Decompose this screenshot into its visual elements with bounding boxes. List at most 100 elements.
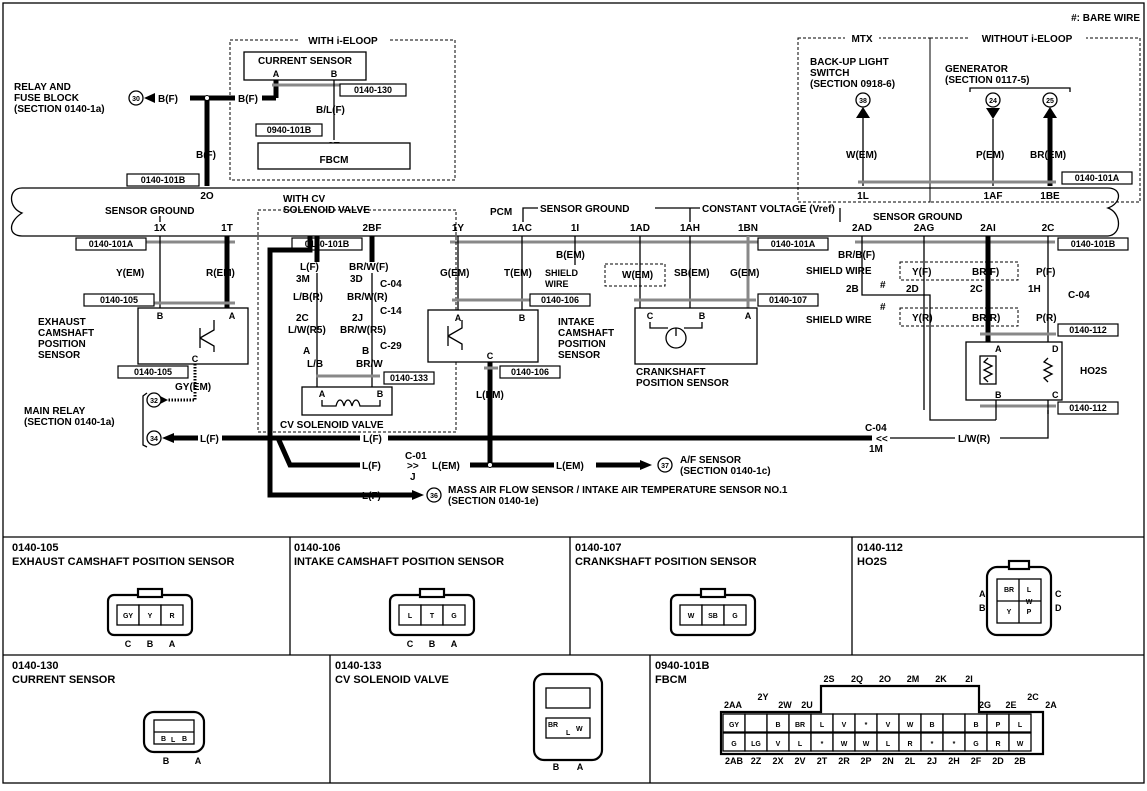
arrow-up-icon bbox=[1043, 107, 1057, 118]
wire-gyem-label: GY(EM) bbox=[175, 382, 211, 393]
connector-id: 0140-105 bbox=[12, 542, 59, 554]
connector-latch bbox=[418, 587, 446, 599]
connector-pin-label: A bbox=[195, 756, 202, 766]
connector-cell-label: Y bbox=[148, 613, 153, 620]
fbcm-cell-label: BR bbox=[795, 722, 805, 729]
ref-0140-112-b bbox=[1057, 401, 1119, 415]
fbcm-pin-label: 2K bbox=[935, 674, 947, 684]
label-bg bbox=[845, 33, 879, 43]
pcm-pin-1y: 1Y bbox=[452, 223, 465, 234]
fbcm-pin-label: 2W bbox=[778, 700, 792, 710]
fbcm-cell-label: V bbox=[886, 722, 891, 729]
sensor-ground-right: SENSOR GROUND bbox=[873, 212, 962, 223]
pin-1be: 1BE bbox=[1040, 191, 1060, 202]
pcm-label: PCM bbox=[490, 207, 512, 218]
pin-2c-r: 2C bbox=[970, 284, 983, 295]
cv-pin-a: A bbox=[319, 389, 326, 399]
fbcm-pin-label: 2B bbox=[1014, 756, 1026, 766]
fbcm-pin-label: 2Z bbox=[751, 756, 762, 766]
shield-wire-label-1: SHIELD WIRE bbox=[806, 266, 872, 277]
ref-text: 0140-101A bbox=[771, 239, 816, 249]
connector-housing bbox=[532, 672, 604, 762]
pin-2o: 2O bbox=[200, 191, 214, 202]
gen-pin-24-label: 24 bbox=[989, 98, 997, 105]
mtx-label: MTX bbox=[851, 34, 872, 45]
c29-cv: C-29 bbox=[380, 341, 402, 352]
af-sensor-label: A/F SENSOR(SECTION 0140-1c) bbox=[680, 455, 771, 477]
bare-wire-note: #: BARE WIRE bbox=[1071, 13, 1140, 24]
relay-pin-30 bbox=[128, 90, 144, 106]
connector-cell bbox=[442, 604, 466, 626]
ref-text: 0140-101A bbox=[89, 239, 134, 249]
wire-brbf-label: BR/B(F) bbox=[838, 250, 875, 261]
fbcm-pin-label: 2R bbox=[838, 756, 850, 766]
sensor-ground-mid: SENSOR GROUND bbox=[540, 204, 629, 215]
fbcm-cell-label: GY bbox=[729, 722, 739, 729]
wire-lf-cv-label: L(F) bbox=[300, 262, 319, 273]
connector-latch bbox=[699, 587, 727, 599]
fbcm-cell-label: * bbox=[821, 741, 824, 748]
wire-shield-ground bbox=[861, 252, 996, 421]
fbcm-pin-label: 2J bbox=[927, 756, 937, 766]
pcm-pin-1ac: 1AC bbox=[512, 223, 532, 234]
wire-lem-1: L(EM) bbox=[432, 461, 460, 472]
label-bg bbox=[968, 33, 1086, 43]
arrow-up-icon bbox=[856, 107, 870, 118]
ref-0140-106-b bbox=[499, 365, 561, 379]
wire-bem-label: B(EM) bbox=[556, 250, 585, 261]
wire-gem-label: G(EM) bbox=[440, 268, 469, 279]
fbcm-pin-label: 2I bbox=[965, 674, 973, 684]
fbcm-pin-label: 2H bbox=[948, 756, 960, 766]
ho2s-pin-c: C bbox=[1052, 390, 1059, 400]
connector-pin-label: A bbox=[577, 762, 584, 772]
wire-lwr5-label: L/W(R5) bbox=[288, 325, 326, 336]
fbcm-cell-label: V bbox=[842, 722, 847, 729]
connector-cell-label: L bbox=[566, 730, 571, 737]
connector-pin-label: B bbox=[147, 639, 154, 649]
ref-0140-133 bbox=[383, 371, 435, 385]
fbcm-cell-label: LG bbox=[751, 741, 761, 748]
af-pin-37-label: 37 bbox=[661, 463, 669, 470]
fbcm-pin-label: 2Q bbox=[851, 674, 863, 684]
with-ieloop-label: WITH i-ELOOP bbox=[308, 36, 378, 47]
wire-sbem-label: SB(EM) bbox=[674, 268, 710, 279]
pin-2c-cv: 2C bbox=[296, 313, 309, 324]
connector-name: EXHAUST CAMSHAFT POSITION SENSOR bbox=[12, 556, 235, 568]
pin-b: B bbox=[519, 313, 526, 323]
arrow-down-icon bbox=[986, 108, 1000, 119]
wire-lwr-2 bbox=[1000, 410, 1049, 439]
transistor-icon bbox=[199, 320, 215, 352]
shield-wire-label-2: SHIELD WIRE bbox=[806, 315, 872, 326]
connector-cell-label: BR bbox=[548, 722, 558, 729]
connector-cell-label: GY bbox=[123, 613, 133, 620]
ref-text: 0140-112 bbox=[1069, 403, 1107, 413]
connector-pin-label: A bbox=[979, 589, 986, 599]
connector-pin-label: A bbox=[169, 639, 176, 649]
pcm-bus bbox=[10, 187, 1120, 237]
connector-id: 0140-106 bbox=[294, 542, 341, 554]
connector-cell-label: P bbox=[1027, 609, 1032, 616]
ref-text: 0140-106 bbox=[541, 295, 579, 305]
arrow-icon bbox=[144, 93, 155, 103]
connector-cell-label: Y bbox=[1007, 609, 1012, 616]
wire-lf-cv bbox=[267, 236, 313, 438]
connector-name: FBCM bbox=[655, 674, 687, 686]
ref-0140-112-a bbox=[1057, 323, 1119, 337]
backup-pin-38-label: 38 bbox=[859, 98, 867, 105]
bare-wire-hash: # bbox=[880, 280, 886, 291]
pcm-pin-1ah: 1AH bbox=[680, 223, 700, 234]
fbcm-pin-label: 2T bbox=[817, 756, 828, 766]
wire-bf-3: B(F) bbox=[196, 150, 216, 161]
fbcm-pin-label: 2L bbox=[905, 756, 916, 766]
pin-3d: 3D bbox=[350, 274, 363, 285]
chevron-icon: >> bbox=[407, 461, 419, 472]
bracket bbox=[142, 392, 148, 448]
wire-wem-label: W(EM) bbox=[846, 150, 877, 161]
wire-brem-label: BR(EM) bbox=[1030, 150, 1066, 161]
fbcm-cell-label: * bbox=[953, 741, 956, 748]
